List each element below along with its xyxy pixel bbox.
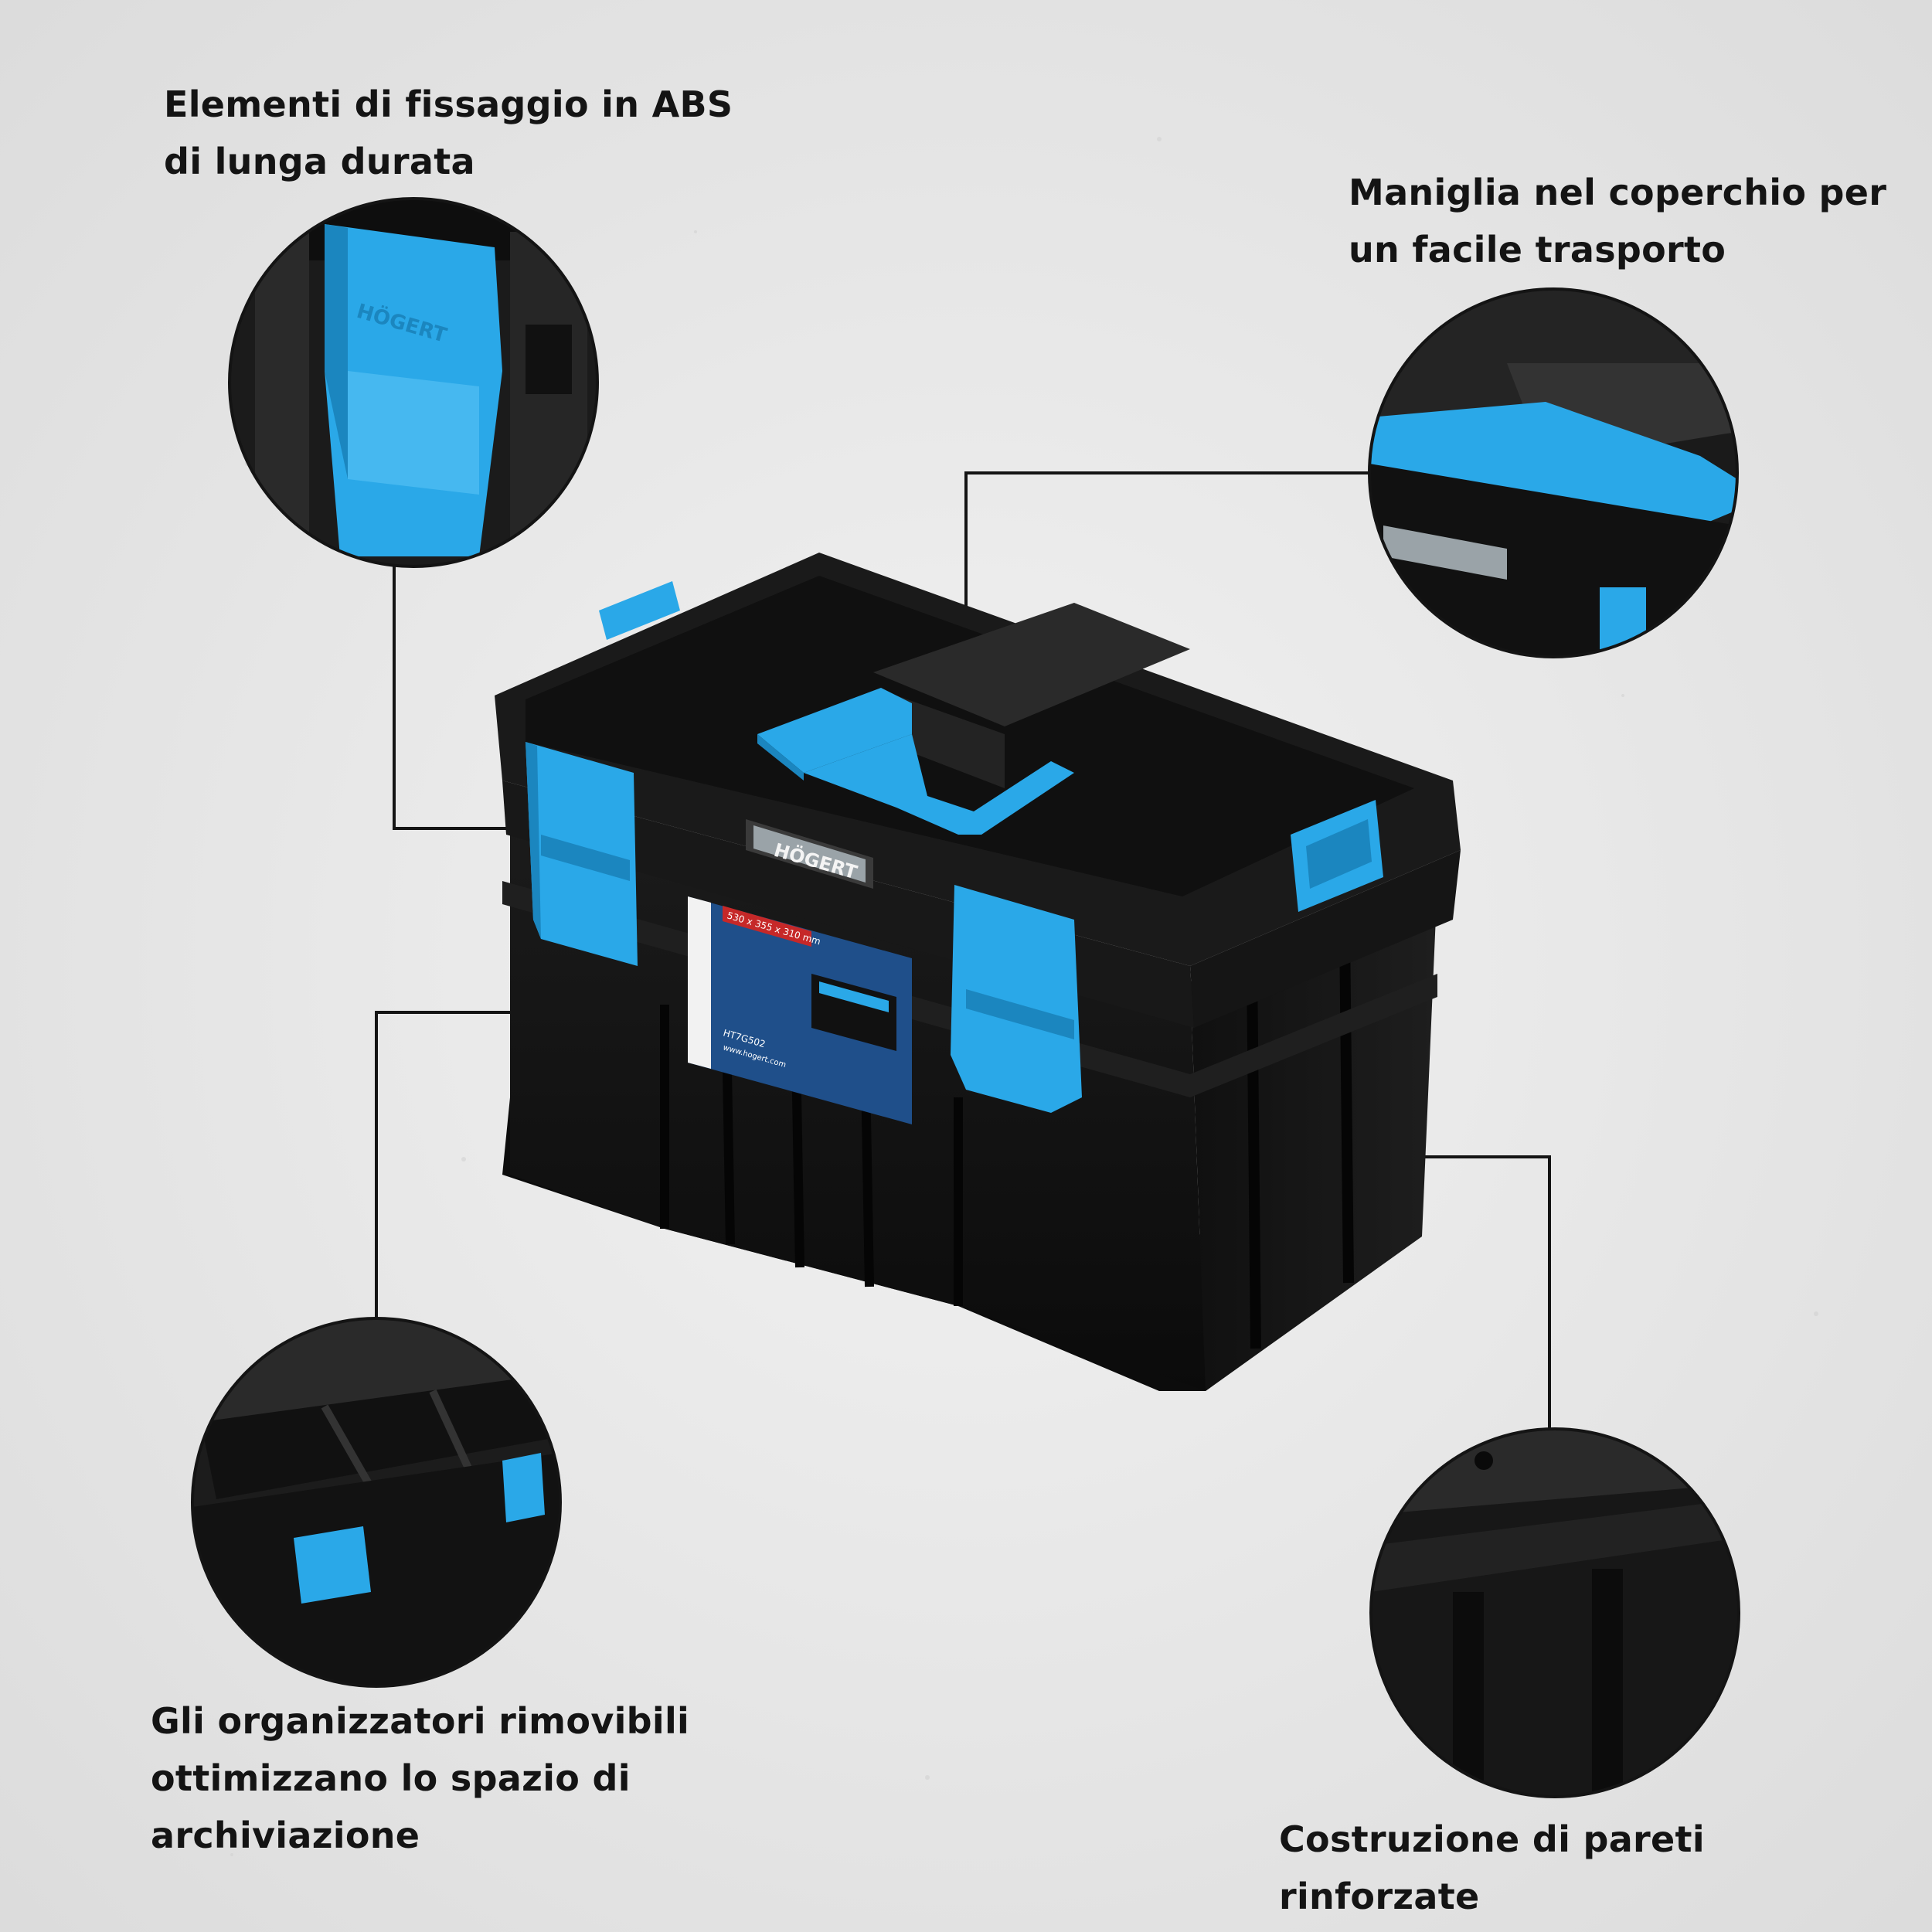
latch-back bbox=[599, 581, 680, 640]
callout-walls: Costruzione di pareti rinforzate bbox=[1279, 1818, 1705, 1917]
detail-circle-walls bbox=[1369, 1427, 1740, 1798]
latch-left bbox=[526, 742, 638, 966]
callout-handle: Maniglia nel coperchio per un facile tra… bbox=[1349, 172, 1887, 270]
detail-circle-organizers bbox=[191, 1317, 562, 1688]
callout-fasteners: Elementi di fissaggio in ABS di lunga du… bbox=[164, 83, 733, 182]
product-label: 530 x 355 x 310 mm HT7G502 www.hogert.co… bbox=[688, 896, 912, 1124]
latch-right bbox=[951, 885, 1082, 1113]
latch-side bbox=[1291, 800, 1383, 912]
toolbox: HÖGERT 530 x 355 x 310 mm HT7G502 www.ho… bbox=[495, 553, 1461, 1391]
detail-circle-latch: HÖGERT bbox=[228, 197, 599, 568]
detail-circle-handle bbox=[1368, 287, 1739, 658]
callout-organizers: Gli organizzatori rimovibili ottimizzano… bbox=[151, 1700, 690, 1856]
